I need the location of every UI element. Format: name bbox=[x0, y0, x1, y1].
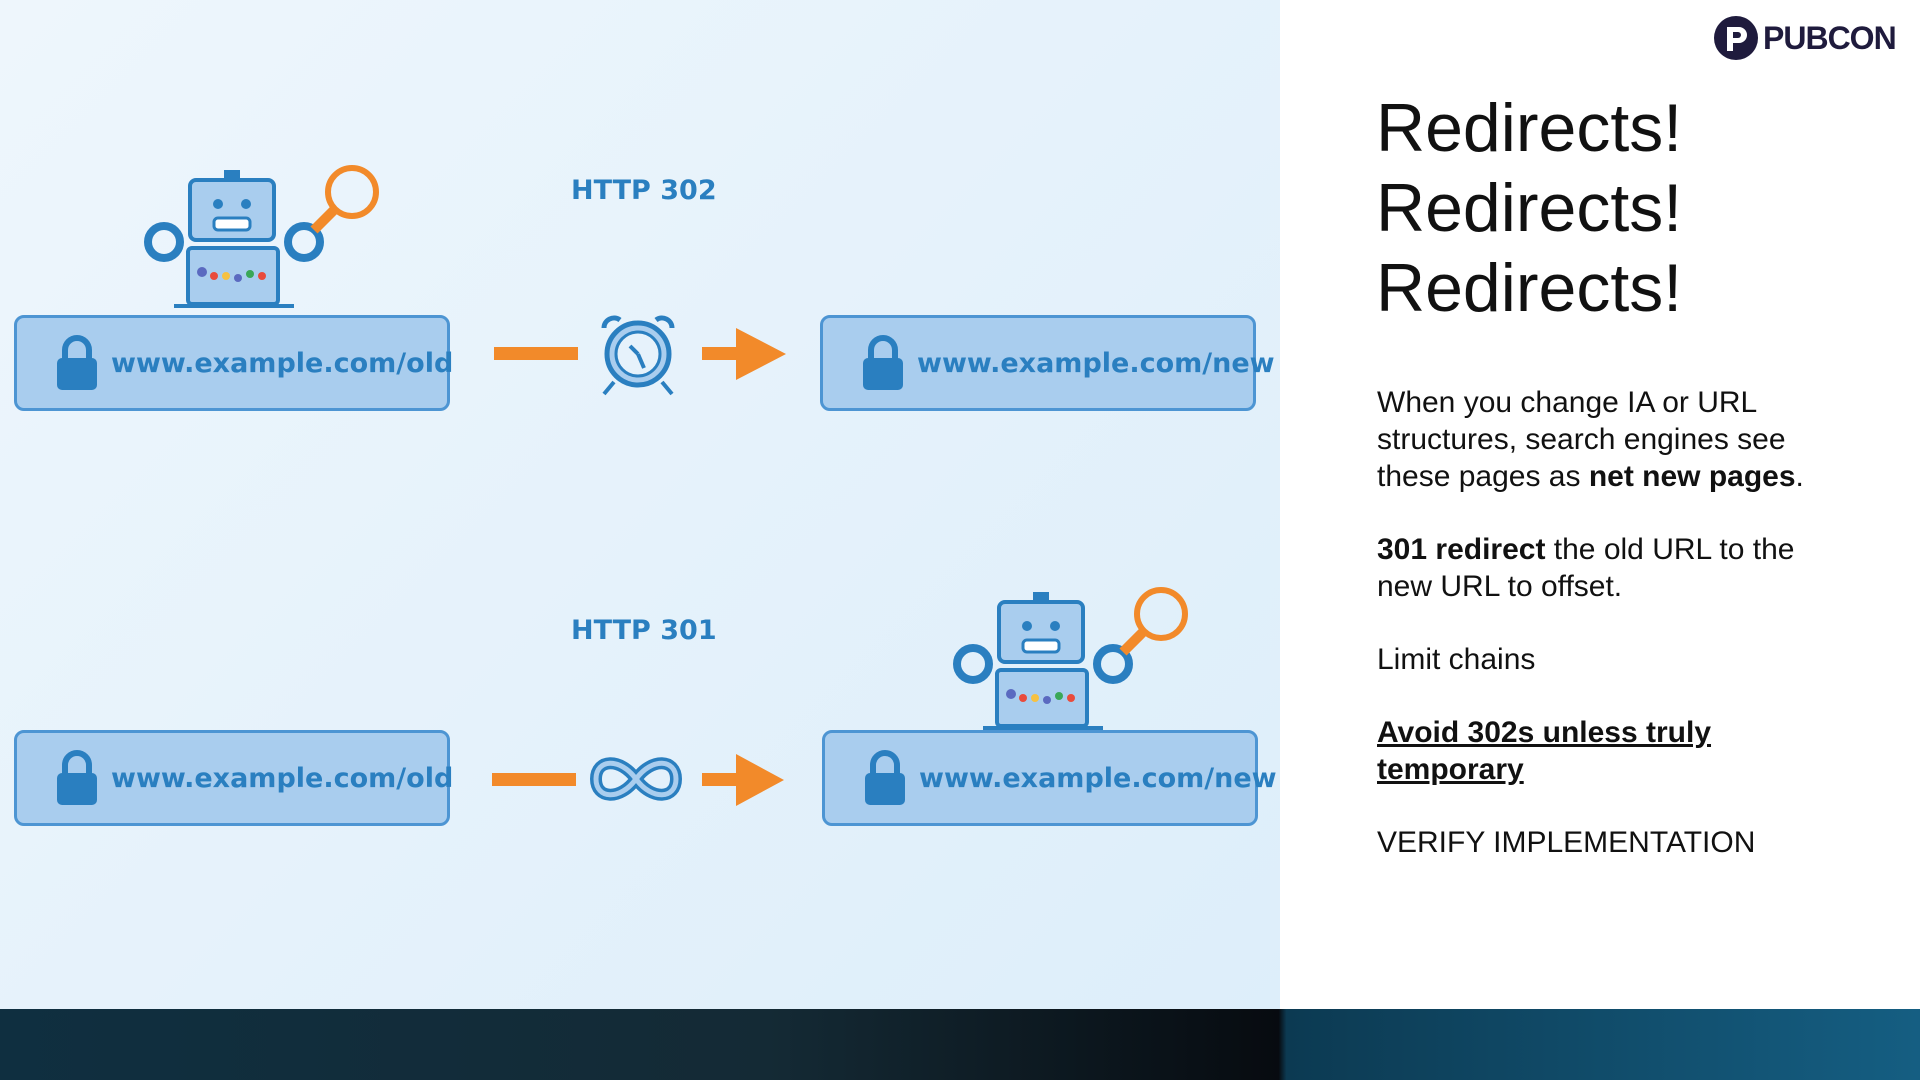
new-url-text: www.example.com/new bbox=[917, 347, 1275, 379]
infinity-icon bbox=[589, 757, 683, 801]
slide-body: When you change IA or URL structures, se… bbox=[1377, 384, 1817, 897]
title-line-2: Redirects! bbox=[1376, 170, 1683, 246]
flow-line bbox=[492, 773, 576, 786]
title-line-1: Redirects! bbox=[1376, 90, 1683, 166]
old-url-box-302: www.example.com/old bbox=[14, 315, 454, 411]
arrow-right-icon bbox=[702, 328, 786, 380]
lock-icon bbox=[865, 750, 905, 805]
googlebot-robot-icon bbox=[953, 587, 1188, 730]
old-url-text: www.example.com/old bbox=[111, 347, 454, 379]
old-url-text: www.example.com/old bbox=[111, 762, 454, 794]
redirect-flow-302 bbox=[494, 315, 786, 396]
p1-bold: net new pages bbox=[1588, 460, 1796, 493]
alarm-clock-icon bbox=[601, 315, 675, 396]
logo-text: PUBCON bbox=[1763, 19, 1897, 56]
lock-icon bbox=[57, 750, 97, 805]
body-paragraph-3: Limit chains bbox=[1377, 643, 1536, 676]
new-url-box-302: www.example.com/new bbox=[820, 315, 1275, 411]
body-paragraph-4: Avoid 302s unless truly temporary bbox=[1377, 716, 1712, 786]
lock-icon bbox=[863, 335, 903, 390]
redirect-flow-301 bbox=[492, 754, 784, 806]
googlebot-robot-icon bbox=[144, 165, 379, 308]
new-url-box-301: www.example.com/new bbox=[822, 730, 1277, 826]
body-paragraph-5: VERIFY IMPLEMENTATION bbox=[1377, 826, 1756, 859]
p1-end: . bbox=[1795, 460, 1804, 493]
old-url-box-301: www.example.com/old bbox=[14, 730, 454, 826]
diagram-panel bbox=[0, 0, 1280, 1009]
pubcon-mark-icon bbox=[1714, 16, 1758, 60]
pubcon-logo: PUBCON bbox=[1713, 14, 1897, 62]
lock-icon bbox=[57, 335, 97, 390]
body-paragraph-1: When you change IA or URL structures, se… bbox=[1377, 384, 1817, 495]
body-paragraph-2: 301 redirect the old URL to the new URL … bbox=[1377, 531, 1817, 605]
flow-line bbox=[494, 347, 578, 360]
p2-text: the old URL to the new URL to offset. bbox=[1377, 533, 1795, 603]
title-line-3: Redirects! bbox=[1376, 250, 1683, 326]
arrow-right-icon bbox=[702, 754, 784, 806]
slide-title: Redirects! Redirects! Redirects! bbox=[1376, 88, 1836, 328]
http-302-label: HTTP 302 bbox=[571, 175, 717, 206]
http-301-label: HTTP 301 bbox=[571, 615, 717, 646]
footer-band bbox=[0, 1009, 1920, 1080]
p2-bold: 301 redirect bbox=[1377, 533, 1546, 566]
p1-text: When you change IA or URL structures, se… bbox=[1377, 386, 1786, 493]
new-url-text: www.example.com/new bbox=[919, 762, 1277, 794]
